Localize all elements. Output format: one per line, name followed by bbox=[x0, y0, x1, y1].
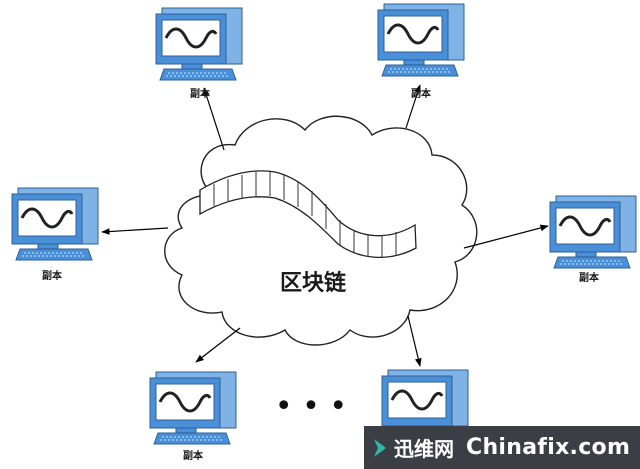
replica-label: 副本 bbox=[190, 87, 211, 100]
computer-icon bbox=[148, 370, 238, 446]
arrow-top-left bbox=[203, 87, 225, 151]
chain-ribbon bbox=[199, 170, 417, 258]
arrow-right bbox=[463, 224, 549, 249]
computer-icon bbox=[10, 186, 100, 262]
arrow-top-right bbox=[405, 84, 421, 129]
computer-icon bbox=[376, 2, 466, 78]
replica-node-top-right: 副本 bbox=[376, 2, 466, 100]
blockchain-label: 区块链 bbox=[280, 270, 346, 296]
watermark-name-en: Chinafix.com bbox=[466, 435, 631, 460]
arrow-bottom-left bbox=[195, 327, 241, 363]
computer-icon bbox=[548, 194, 638, 270]
cloud bbox=[164, 115, 478, 346]
replica-label: 副本 bbox=[579, 271, 600, 284]
chevron-logo-icon bbox=[374, 438, 386, 457]
ellipsis: • • • bbox=[275, 389, 347, 424]
replica-node-bottom-left: 副本 bbox=[148, 370, 238, 462]
replica-node-left: 副本 bbox=[10, 186, 100, 282]
replica-label: 副本 bbox=[183, 449, 204, 462]
watermark-name-cn: 迅维网 bbox=[394, 437, 454, 461]
replica-node-right: 副本 bbox=[548, 194, 638, 284]
replica-node-top-left: 副本 bbox=[154, 6, 244, 100]
arrow-bottom-right bbox=[407, 315, 422, 367]
computer-icon bbox=[154, 6, 244, 82]
arrows bbox=[101, 84, 549, 367]
replica-label: 副本 bbox=[42, 269, 63, 282]
watermark: 迅维网 Chinafix.com bbox=[364, 426, 640, 469]
replica-label: 副本 bbox=[411, 87, 432, 100]
arrow-left bbox=[101, 227, 169, 235]
